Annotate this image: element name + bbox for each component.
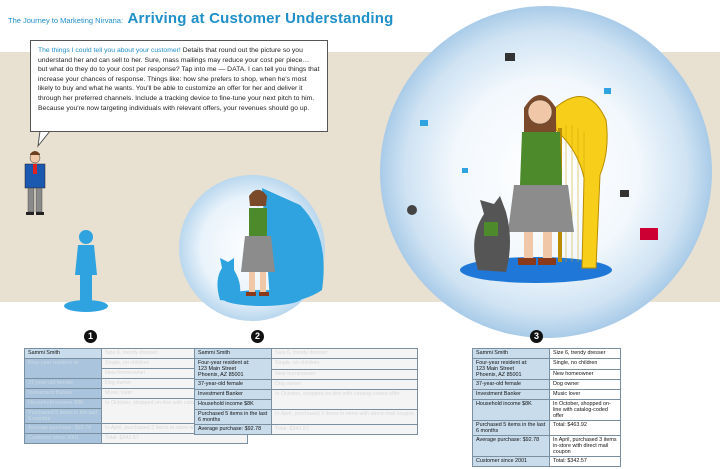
- card3-dog: Dog owner: [549, 379, 621, 390]
- card2-total2: Total: $342.57: [270, 424, 419, 435]
- card2-age: 37-year-old female: [194, 379, 272, 390]
- stage-number-1: 1: [84, 330, 97, 343]
- card2-income: Household income $8K: [194, 399, 272, 410]
- card2-homeowner: New homeowner: [270, 368, 419, 380]
- stage-3-woman: [508, 95, 574, 265]
- card1-job: Investment Banker: [24, 388, 102, 399]
- card2-single: Single, no children: [270, 358, 419, 370]
- card3-average: Average purchase: $92.78: [472, 435, 550, 457]
- card1-age: 37-year-old female: [24, 378, 102, 389]
- card3-job: Investment Banker: [472, 389, 550, 400]
- card2-size: Size 6, trendy dresser: [270, 348, 419, 359]
- card1-name: Sammi Smith: [24, 348, 102, 359]
- card1-average: Average purchase: $92.78: [24, 423, 102, 434]
- stage-3-dog: [474, 196, 510, 272]
- card3-homeowner: New homeowner: [549, 368, 621, 380]
- card2-purchased: Purchased 5 items in the last 6 months: [194, 409, 272, 425]
- card3-april: In April, purchased 3 items in-store wit…: [549, 435, 621, 457]
- card3-music: Music lover: [549, 389, 621, 400]
- card2-october: In October, shopped on-line with catalog…: [270, 389, 419, 410]
- narrator-figure: [24, 151, 46, 215]
- card2-dog: Dog owner: [270, 379, 419, 390]
- card3-purchased: Purchased 5 items in the last 6 months: [472, 420, 550, 436]
- card2-average: Average purchase: $92.78: [194, 424, 272, 435]
- card3-total1: Total: $463.92: [549, 420, 621, 436]
- speech-bubble: The things I could tell you about your c…: [30, 40, 328, 132]
- stage-1-silhouette: [64, 230, 108, 312]
- series-label: The Journey to Marketing Nirvana:: [8, 16, 124, 25]
- speech-body: Details that round out the picture so yo…: [38, 47, 320, 112]
- card3-total2: Total: $342.57: [549, 456, 621, 467]
- card1-total2: Total: $342.57: [100, 433, 249, 444]
- card1-income: Household income $8K: [24, 398, 102, 409]
- card3-name: Sammi Smith: [472, 348, 550, 359]
- speech-tail: [37, 130, 52, 148]
- stage-number-3: 3: [530, 330, 543, 343]
- page-title: Arriving at Customer Understanding: [127, 10, 394, 27]
- card3-october: In October, shopped on-line with catalog…: [549, 399, 621, 421]
- card2-name: Sammi Smith: [194, 348, 272, 359]
- card1-since: Customer since 2001: [24, 433, 102, 444]
- stage-2-figure: [217, 188, 324, 306]
- card1-resident: Four-year resident at:: [24, 358, 102, 379]
- card3-income: Household income $8K: [472, 399, 550, 421]
- card3-age: 37-year-old female: [472, 379, 550, 390]
- stage-3-objects: [407, 53, 658, 240]
- card3-single: Single, no children: [549, 358, 621, 370]
- card2-job: Investment Banker: [194, 389, 272, 400]
- card3-size: Size 6, trendy dresser: [549, 348, 621, 359]
- stage-number-2: 2: [251, 330, 264, 343]
- card2-april: In April, purchased 3 items in-store wit…: [270, 409, 419, 425]
- card1-purchased: Purchased 5 items in the last 6 months: [24, 408, 102, 424]
- speech-lead: The things I could tell you about your c…: [38, 47, 181, 54]
- card3-since: Customer since 2001: [472, 456, 550, 467]
- page-header: The Journey to Marketing Nirvana: Arrivi…: [8, 10, 394, 28]
